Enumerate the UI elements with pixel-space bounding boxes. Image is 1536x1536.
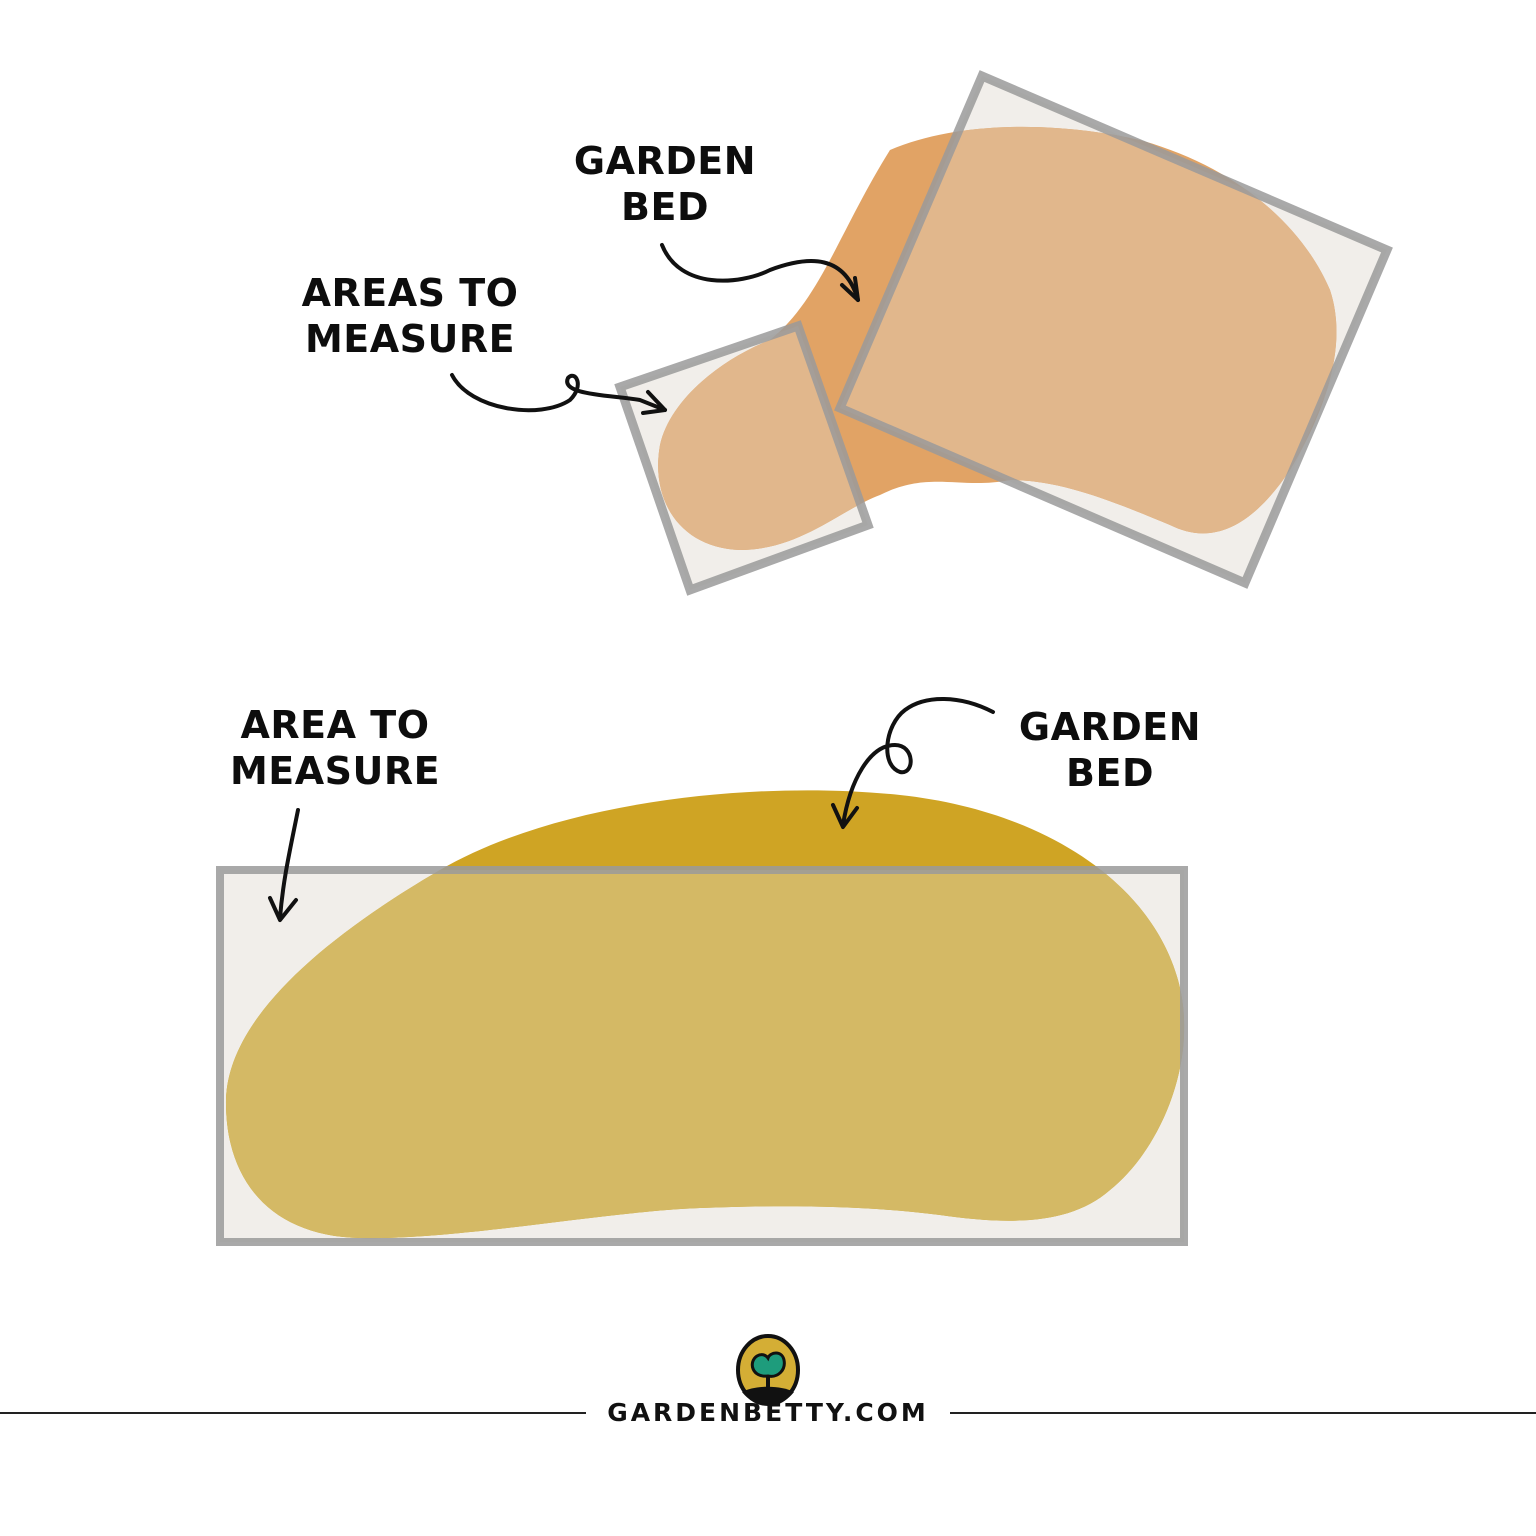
garden-betty-logo-icon — [736, 1334, 800, 1406]
label-line: AREA TO — [240, 703, 430, 747]
label-line: BED — [1066, 751, 1154, 795]
label-line: BED — [621, 185, 709, 229]
top-diagram — [450, 70, 1393, 596]
top-areas-to-measure-label: AREAS TO MEASURE — [290, 270, 530, 362]
arrowhead-icon — [831, 803, 859, 829]
label-line: MEASURE — [229, 749, 441, 793]
site-url[interactable]: GARDENBETTY.COM — [607, 1398, 929, 1427]
arrow-icon — [841, 697, 995, 827]
rect-measure-box — [216, 866, 1188, 1246]
label-line: GARDEN — [1018, 705, 1202, 749]
small-measure-box — [614, 320, 874, 596]
arrowhead-icon — [840, 276, 860, 302]
label-line: MEASURE — [304, 317, 516, 361]
label-line: GARDEN — [573, 139, 757, 183]
bottom-diagram — [216, 697, 1188, 1246]
arrow-icon — [660, 243, 860, 302]
arrowhead-icon — [641, 390, 667, 415]
footer — [0, 1334, 1536, 1414]
arrow-icon — [278, 808, 300, 920]
label-line: AREAS TO — [301, 271, 519, 315]
large-measure-box — [834, 70, 1393, 589]
top-garden-bed-label: GARDEN BED — [560, 138, 770, 230]
bottom-area-to-measure-label: AREA TO MEASURE — [220, 702, 450, 794]
arrow-icon — [450, 373, 667, 413]
bottom-garden-bed-label: GARDEN BED — [1005, 704, 1215, 796]
arrowhead-icon — [268, 896, 298, 922]
